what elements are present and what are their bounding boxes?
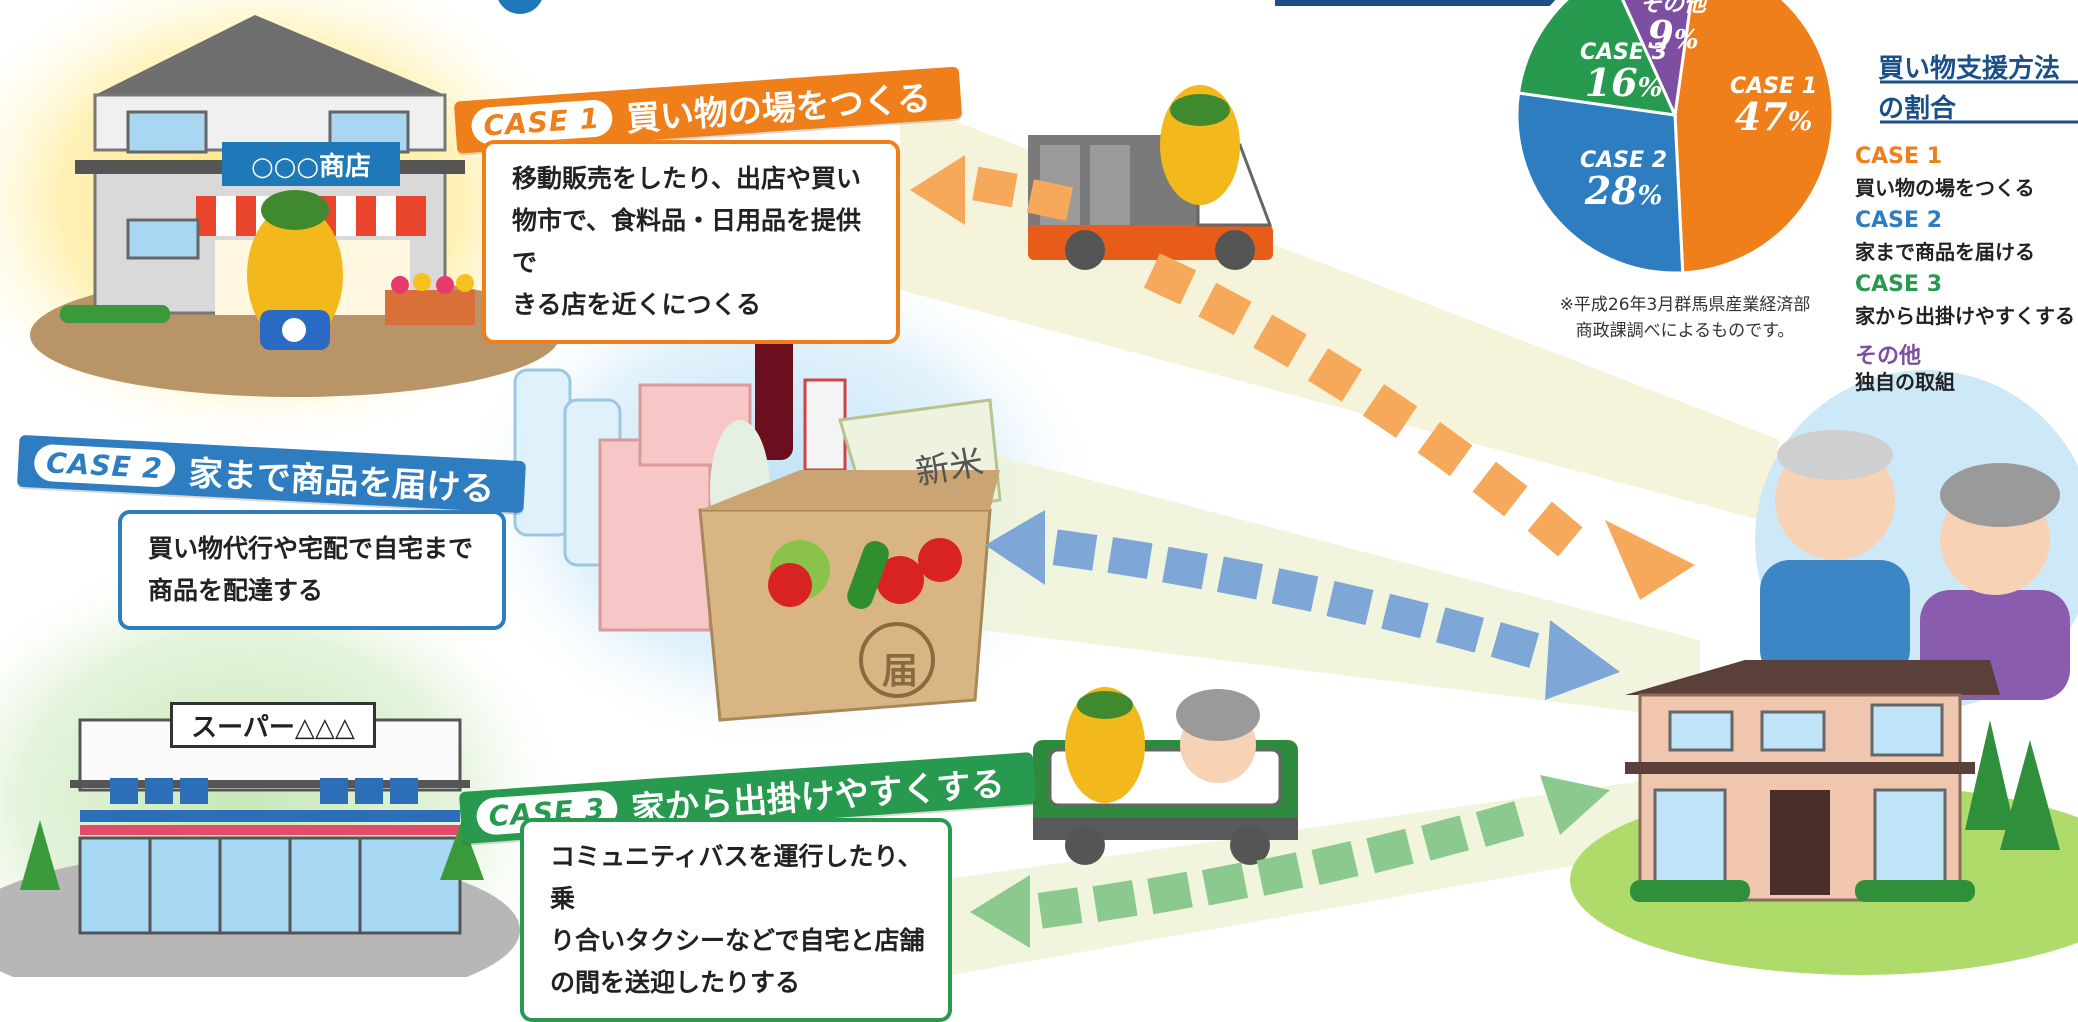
pie-unit: % — [1637, 181, 1663, 211]
case2-description: 買い物代行や宅配で自宅まで 商品を配達する — [118, 510, 506, 630]
case1-description: 移動販売をしたり、出店や買い 物市で、食料品・日用品を提供で きる店を近くにつく… — [482, 140, 900, 344]
green-bus-illustration — [1033, 687, 1298, 865]
case1-desc-line: 物市で、食料品・日用品を提供で — [512, 206, 862, 277]
background-scene — [0, 0, 2078, 977]
legend-other-text: 独自の取組 — [1855, 370, 1955, 394]
pie-label-case3: CASE 3 16% — [1580, 42, 1667, 102]
case2-desc-line: 商品を配達する — [148, 576, 324, 605]
pie-label-other-value: 9 — [1647, 12, 1674, 57]
case3-desc-line: り合いタクシーなどで自宅と店舗 — [550, 926, 925, 955]
source-note-line: ※平成26年3月群馬県産業経済部 — [1559, 295, 1811, 315]
legend-case3: CASE 3 — [1855, 272, 1943, 297]
supermarket-sign: スーパー△△△ — [170, 702, 376, 748]
pie-label-case3-value: 16 — [1584, 60, 1638, 105]
pie-label-case3-case: CASE 3 — [1580, 40, 1668, 65]
case2-tag: CASE 2 — [33, 443, 176, 488]
legend-case3-text: 家から出掛けやすくする — [1855, 304, 2075, 328]
pie-label-case1: CASE 1 47% — [1730, 76, 1817, 136]
pie-label-case2: CASE 2 28% — [1580, 150, 1667, 210]
top-decoration-bar — [1275, 0, 1780, 6]
pie-slice-3 — [1516, 0, 1678, 117]
source-note: ※平成26年3月群馬県産業経済部 商政課調べによるものです。 — [1535, 292, 1835, 344]
legend-title-2: の割合 — [1878, 94, 1957, 124]
pie-label-case1-value: 47 — [1734, 94, 1788, 139]
pie-unit: % — [1673, 25, 1699, 55]
pie-label-case1-case: CASE 1 — [1730, 74, 1818, 99]
legend-title: 買い物支援方法 — [1878, 54, 2061, 84]
pie-slice-4 — [1621, 0, 1693, 121]
elderly-couple-illustration — [1755, 370, 2078, 710]
case2-desc-line: 買い物代行や宅配で自宅まで — [148, 534, 474, 563]
green-arrow — [970, 775, 1610, 948]
blue-arrow — [985, 510, 1620, 700]
pie-slice-1 — [1673, 0, 1835, 275]
case3-description: コミュニティバスを運行したり、乗 り合いタクシーなどで自宅と店舗 の間を送迎した… — [520, 818, 952, 1022]
shop-sign: ○○○商店 — [222, 142, 400, 186]
legend-case2-text: 家まで商品を届ける — [1855, 240, 2035, 264]
shop-illustration — [30, 15, 560, 397]
legend-case1-text: 買い物の場をつくる — [1855, 176, 2035, 200]
supermarket-illustration — [0, 718, 520, 977]
pie-label-case2-value: 28 — [1584, 168, 1638, 213]
pie-label-other: その他 9% — [1640, 0, 1706, 54]
orange-truck-illustration — [1028, 85, 1273, 270]
case1-tag: CASE 1 — [470, 98, 614, 145]
pie-slice-2 — [1515, 91, 1685, 275]
box-stamp-label: 届 — [882, 651, 919, 692]
case1-desc-line: 移動販売をしたり、出店や買い — [512, 164, 862, 193]
case3-desc-line: コミュニティバスを運行したり、乗 — [550, 842, 923, 913]
pie-label-other-case: その他 — [1640, 0, 1707, 17]
top-decoration-circle — [498, 0, 542, 14]
source-note-line: 商政課調べによるものです。 — [1575, 321, 1795, 341]
case1-desc-line: きる店を近くにつくる — [512, 290, 762, 319]
legend-other: その他 — [1855, 344, 1922, 369]
pie-unit: % — [1787, 107, 1813, 137]
legend-case1: CASE 1 — [1855, 144, 1943, 169]
pie-label-case2-case: CASE 2 — [1580, 148, 1668, 173]
case3-desc-line: の間を送迎したりする — [550, 968, 801, 997]
orange-arrow — [910, 155, 1695, 600]
pie-unit: % — [1637, 73, 1663, 103]
goods-box-illustration — [513, 330, 1002, 722]
house-illustration — [1570, 660, 2078, 975]
support-method-pie-chart — [1509, 0, 1841, 281]
legend-case2: CASE 2 — [1855, 208, 1943, 233]
